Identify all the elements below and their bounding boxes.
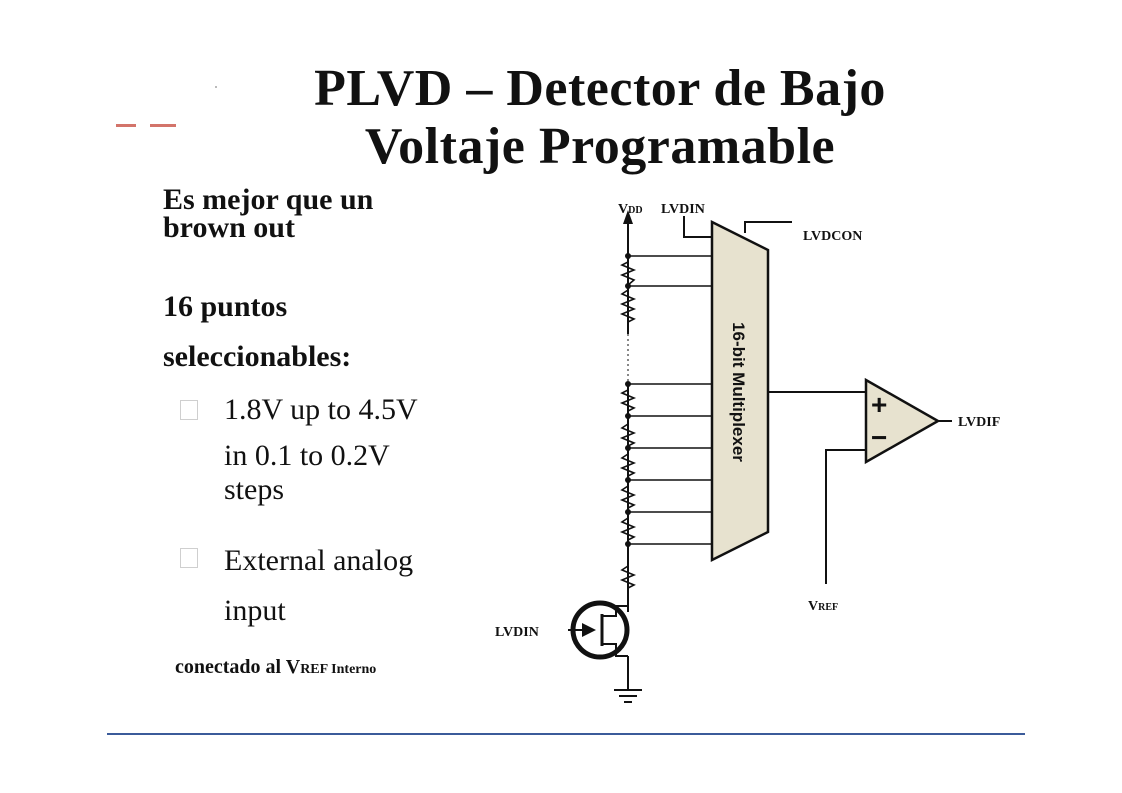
lvdin-top-wire [683,216,712,238]
resistor-icon [619,562,637,589]
vdd-arrow-icon [623,210,633,224]
vref-label: VREF [808,599,838,614]
sub-bullet-2-line1: External analog [224,544,414,577]
node-dot [625,477,631,483]
resistor-icon [619,420,637,447]
rail-gap [624,334,632,382]
sub-bullet-2-line2: input [224,594,286,627]
node-dot [625,381,631,387]
node-dot [625,509,631,515]
ground-icon [614,689,642,703]
node-dot [625,541,631,547]
lvdif-label: LVDIF [958,415,1000,430]
footer-divider [107,733,1025,735]
lvdcon-label: LVDCON [803,229,862,244]
comparator-plus-icon: + [871,389,887,420]
multiplexer-block [710,219,770,563]
comparator-minus-icon: − [871,422,887,453]
bullet-square-icon [180,548,198,568]
point-seleccionables: seleccionables: [163,340,352,373]
node-dot [625,413,631,419]
vdd-label: VDD [618,202,643,217]
sub-bullet-1: 1.8V up to 4.5V [224,388,418,432]
point-brown-out-text: Es mejor que un brown out [163,183,374,244]
resistor-icon [619,482,637,509]
note-vref: conectado al VREF Interno [175,656,376,679]
sub-bullet-2: External analog input [224,536,413,636]
fet-drain [602,604,629,617]
sub-bullet-1-line2: in 0.1 to 0.2V [224,439,390,472]
logo-dot [215,86,217,88]
logo-mark [116,124,176,127]
bullet-square-icon [180,400,198,420]
node-dot [625,253,631,259]
vref-wire [825,449,866,584]
resistor-icon [619,386,637,412]
sub-bullet-1-line1: 1.8V up to 4.5V [224,393,418,426]
note-main: conectado al V [175,656,301,678]
resistor-icon [619,286,637,332]
sub-bullet-1-cont: in 0.1 to 0.2V steps [224,436,390,506]
fet-source [602,643,628,657]
lvdin-bottom-label: LVDIN [495,625,539,640]
slide-title-line2: Voltaje Programable [364,118,836,175]
fet-arrow-icon [582,623,596,637]
lvdin-top-label: LVDIN [661,202,705,217]
note-sub: REF Interno [300,662,377,677]
resistor-icon [619,514,637,541]
slide-title-line1: PLVD – Detector de Bajo [314,60,886,117]
point-16-puntos: 16 puntos [163,290,288,323]
node-dot [625,445,631,451]
node-dot [625,283,631,289]
multiplexer-label: 16-bit Multiplexer [729,322,748,462]
lvdcon-wire [744,221,792,233]
resistor-icon [619,450,637,477]
comparator-block [864,377,941,465]
point-brown-out: Es mejor que un brown out [163,183,463,244]
sub-bullet-1-line3: steps [224,473,284,506]
